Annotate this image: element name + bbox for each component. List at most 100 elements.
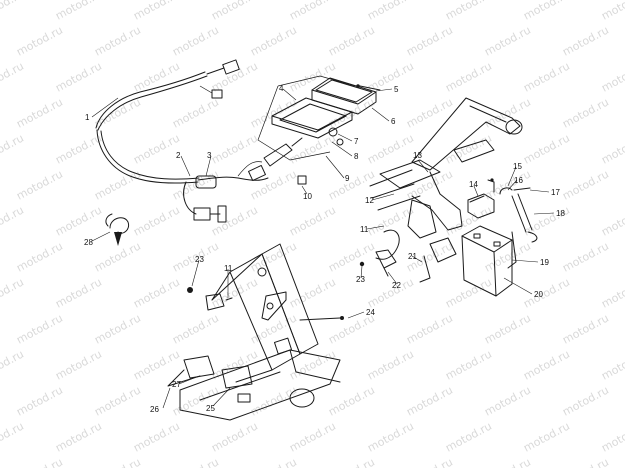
watermark-text: motod.ru bbox=[53, 419, 104, 454]
callout-26: 26 bbox=[150, 405, 159, 414]
watermark-text: motod.ru bbox=[14, 23, 65, 58]
callout-11b: 11 bbox=[224, 264, 233, 273]
watermark-text: motod.ru bbox=[365, 131, 416, 166]
watermark-text: motod.ru bbox=[248, 95, 299, 130]
watermark-text: motod.ru bbox=[365, 0, 416, 23]
watermark-text: motod.ru bbox=[599, 131, 625, 166]
callout-15: 15 bbox=[513, 162, 522, 171]
watermark-text: motod.ru bbox=[0, 419, 26, 454]
watermark-text: motod.ru bbox=[287, 419, 338, 454]
callout-23b: 23 bbox=[195, 255, 204, 264]
watermark-text: motod.ru bbox=[404, 383, 455, 418]
grommet-clip bbox=[105, 213, 130, 246]
watermark-text: motod.ru bbox=[443, 203, 494, 238]
callout-21: 21 bbox=[408, 252, 417, 261]
watermark-text: motod.ru bbox=[521, 419, 572, 454]
watermark-text: motod.ru bbox=[599, 347, 625, 382]
watermark-text: motod.ru bbox=[443, 347, 494, 382]
watermark-text: motod.ru bbox=[560, 311, 611, 346]
watermark-text: motod.ru bbox=[14, 239, 65, 274]
watermark-text: motod.ru bbox=[0, 131, 26, 166]
watermark-text: motod.ru bbox=[482, 383, 533, 418]
watermark-text: motod.ru bbox=[0, 203, 26, 238]
leader-lines bbox=[91, 88, 555, 409]
watermark-text: motod.ru bbox=[209, 131, 260, 166]
watermark-text: motod.ru bbox=[404, 95, 455, 130]
watermark-text: motod.ru bbox=[404, 311, 455, 346]
watermark-text: motod.ru bbox=[0, 59, 26, 94]
watermark-text: motod.ru bbox=[14, 455, 65, 468]
callout-17: 17 bbox=[551, 188, 560, 197]
watermark-text: motod.ru bbox=[53, 275, 104, 310]
watermark-text: motod.ru bbox=[248, 167, 299, 202]
watermark-text: motod.ru bbox=[560, 239, 611, 274]
callout-1: 1 bbox=[85, 113, 90, 122]
callout-2: 2 bbox=[176, 151, 181, 160]
watermark-text: motod.ru bbox=[482, 311, 533, 346]
watermark-text: motod.ru bbox=[209, 59, 260, 94]
callout-11: 11 bbox=[360, 225, 369, 234]
watermark-text: motod.ru bbox=[14, 95, 65, 130]
watermark-text: motod.ru bbox=[248, 455, 299, 468]
callout-20: 20 bbox=[534, 290, 543, 299]
watermark-text: motod.ru bbox=[170, 311, 221, 346]
watermark-text: motod.ru bbox=[53, 59, 104, 94]
watermark-text: motod.ru bbox=[560, 455, 611, 468]
bracket-right bbox=[359, 249, 397, 277]
watermark-text: motod.ru bbox=[0, 0, 26, 23]
watermark-text: motod.ru bbox=[482, 95, 533, 130]
callout-12: 12 bbox=[365, 196, 374, 205]
watermark-text: motod.ru bbox=[287, 0, 338, 23]
watermark-text: motod.ru bbox=[482, 23, 533, 58]
watermark-text: motod.ru bbox=[209, 419, 260, 454]
watermark-text: motod.ru bbox=[209, 347, 260, 382]
watermark-text: motod.ru bbox=[131, 275, 182, 310]
callout-16: 16 bbox=[514, 176, 523, 185]
watermark-text: motod.ru bbox=[287, 347, 338, 382]
watermark-text: motod.ru bbox=[287, 203, 338, 238]
callout-7: 7 bbox=[354, 137, 359, 146]
callout-8: 8 bbox=[354, 152, 359, 161]
watermark-text: motod.ru bbox=[560, 23, 611, 58]
callout-9: 9 bbox=[345, 174, 350, 183]
watermark-text: motod.ru bbox=[131, 0, 182, 23]
rear-frame-plate bbox=[187, 243, 344, 383]
callout-13: 13 bbox=[413, 151, 422, 160]
wiring-harness bbox=[95, 59, 303, 223]
callout-labels: 1 2 3 4 5 6 7 8 9 10 11 12 13 14 15 16 1… bbox=[84, 84, 565, 414]
callout-10: 10 bbox=[303, 192, 312, 201]
watermark-text: motod.ru bbox=[170, 95, 221, 130]
watermark-text: motod.ru bbox=[599, 419, 625, 454]
watermark-text: motod.ru bbox=[131, 59, 182, 94]
watermark-text: motod.ru bbox=[131, 347, 182, 382]
callout-22: 22 bbox=[392, 281, 401, 290]
tail-light-assembly bbox=[257, 75, 381, 185]
watermark-text: motod.ru bbox=[170, 455, 221, 468]
watermark-text: motod.ru bbox=[599, 203, 625, 238]
watermark-text: motod.ru bbox=[599, 59, 625, 94]
watermark-text: motod.ru bbox=[131, 419, 182, 454]
watermark-text: motod.ru bbox=[326, 239, 377, 274]
watermark-text: motod.ru bbox=[92, 311, 143, 346]
watermark-text: motod.ru bbox=[14, 383, 65, 418]
watermark-text: motod.ru bbox=[209, 203, 260, 238]
watermark-text: motod.ru bbox=[521, 59, 572, 94]
callout-19: 19 bbox=[540, 258, 549, 267]
watermark-text: motod.ru bbox=[482, 455, 533, 468]
watermark-text: motod.ru bbox=[365, 275, 416, 310]
watermark-text: motod.ru bbox=[53, 131, 104, 166]
watermark-text: motod.ru bbox=[560, 167, 611, 202]
watermark-text: motod.ru bbox=[521, 0, 572, 23]
watermark-text: motod.ru bbox=[92, 383, 143, 418]
callout-3: 3 bbox=[207, 151, 212, 160]
watermark-text: motod.ru bbox=[560, 95, 611, 130]
watermark-text: motod.ru bbox=[170, 23, 221, 58]
watermark-text: motod.ru bbox=[53, 203, 104, 238]
watermark-text: motod.ru bbox=[53, 0, 104, 23]
watermark-text: motod.ru bbox=[0, 347, 26, 382]
watermark-text: motod.ru bbox=[521, 131, 572, 166]
watermark-text: motod.ru bbox=[92, 239, 143, 274]
frame-upper bbox=[369, 97, 523, 283]
